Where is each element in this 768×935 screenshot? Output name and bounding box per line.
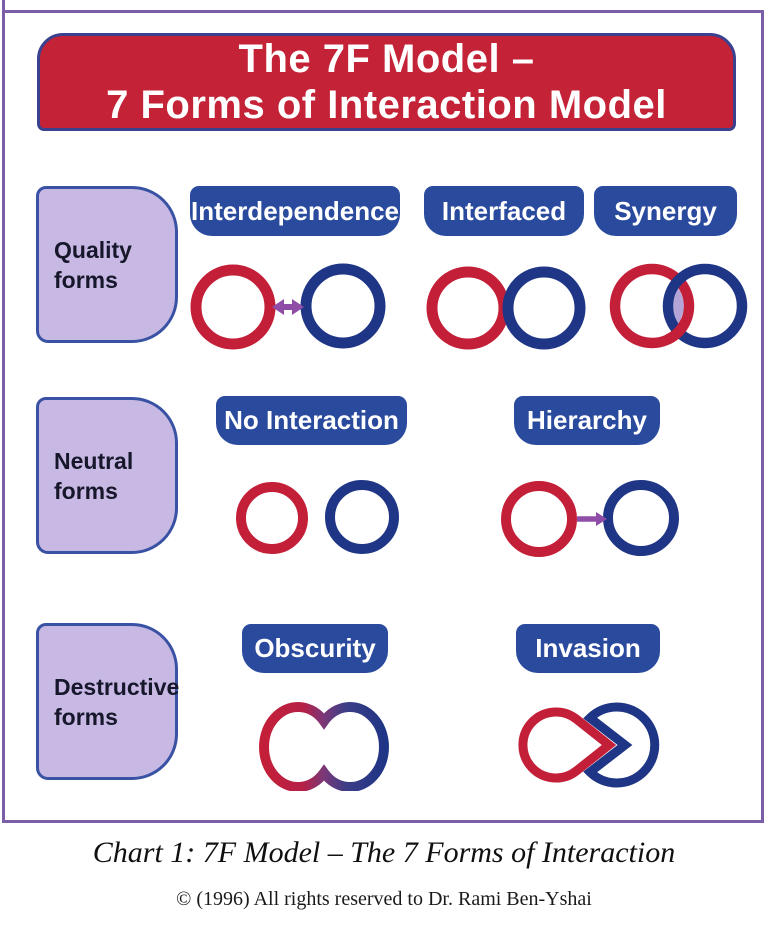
category-label: Neutral forms: [54, 447, 134, 504]
title-line-1: The 7F Model –: [238, 37, 535, 81]
banner-obscurity: Obscurity: [242, 624, 388, 673]
category-box-destructive-forms: Destructive forms: [36, 623, 179, 780]
banner-interfaced: Interfaced: [424, 186, 584, 236]
category-label: Destructive forms: [54, 673, 180, 730]
banner-label: Obscurity: [254, 633, 376, 663]
hierarchy-icon: [501, 480, 679, 557]
banner-label: Synergy: [614, 195, 717, 226]
banner-label: Interfaced: [441, 195, 567, 226]
invasion-icon: [518, 702, 660, 788]
synergy-icon: [609, 263, 748, 349]
banner-synergy: Synergy: [594, 186, 737, 236]
banner-interdependence: Interdependence: [190, 186, 400, 236]
title-banner: The 7F Model – 7 Forms of Interaction Mo…: [37, 33, 736, 131]
interdependence-icon: [190, 263, 386, 350]
banner-label: No Interaction: [224, 405, 399, 435]
copyright-notice: © (1996) All rights reserved to Dr. Rami…: [176, 888, 592, 910]
banner-invasion: Invasion: [516, 624, 660, 673]
banner-label: Invasion: [535, 633, 641, 663]
diagram-frame: [2, 10, 764, 823]
chart-caption: Chart 1: 7F Model – The 7 Forms of Inter…: [92, 836, 676, 869]
banner-label: Hierarchy: [527, 405, 647, 435]
banner-no-interaction: No Interaction: [216, 396, 407, 445]
category-label: Quality forms: [54, 236, 132, 293]
obscurity-icon: [259, 702, 389, 791]
banner-hierarchy: Hierarchy: [514, 396, 660, 445]
interfaced-icon: [426, 266, 586, 350]
no-interaction-icon: [236, 480, 399, 554]
banner-label: Interdependence: [190, 195, 400, 226]
category-box-neutral-forms: Neutral forms: [36, 397, 178, 554]
top-left-border-artifact: [2, 0, 5, 12]
title-line-2: 7 Forms of Interaction Model: [106, 83, 667, 127]
category-box-quality-forms: Quality forms: [36, 186, 178, 343]
